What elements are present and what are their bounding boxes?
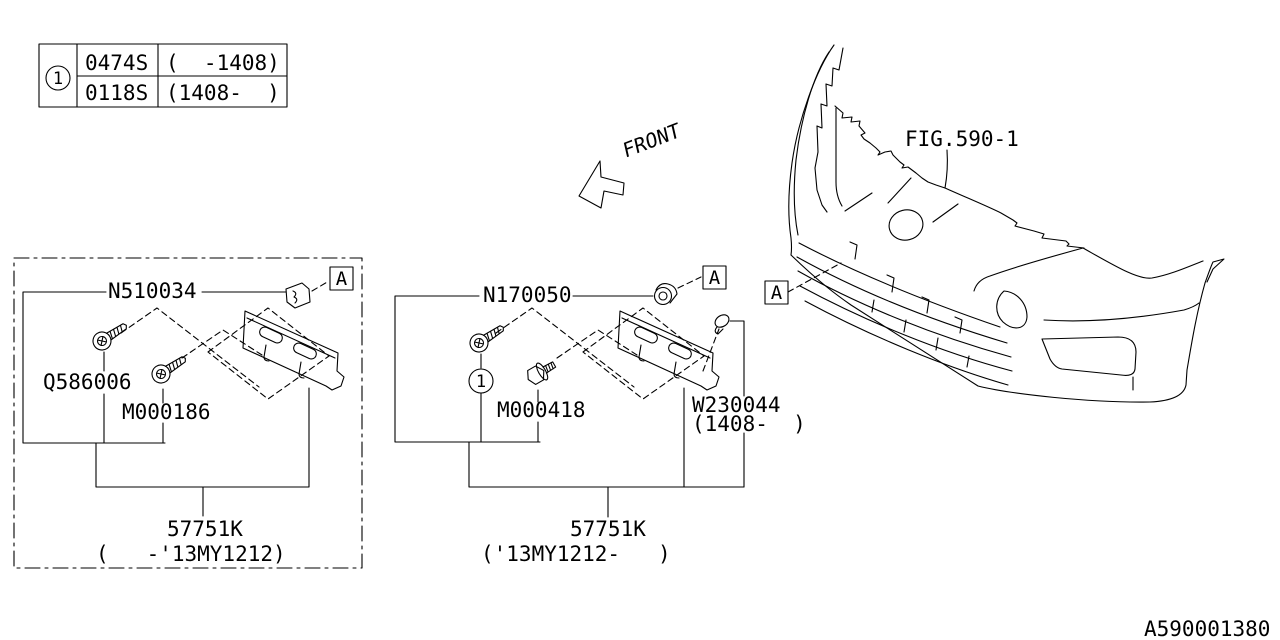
- svg-text:A: A: [771, 282, 783, 304]
- part-label-m000186: M000186: [122, 400, 211, 424]
- part-label-q586006: Q586006: [43, 370, 132, 394]
- middle-assembly-leaders: [394, 276, 745, 518]
- ref-table-part-2: 0118S: [85, 81, 148, 105]
- ref-table-callout: 1: [53, 69, 63, 89]
- left-assembly-border: [13, 257, 363, 569]
- left-assembly-range: ( -'13MY1212): [96, 542, 286, 566]
- fog-lamp-opening: [1041, 336, 1137, 376]
- middle-ref-callout: 1: [468, 368, 494, 394]
- front-arrow-icon: [578, 160, 625, 209]
- screw-icon: [89, 317, 132, 354]
- middle-assembly-range: ('13MY1212- ): [481, 542, 671, 566]
- bumper-callout-a: A: [764, 262, 842, 305]
- bolt-icon: [522, 355, 560, 389]
- fig-ref-label: FIG.590-1: [905, 127, 1019, 151]
- part-label-m000418: M000418: [497, 398, 586, 422]
- front-label: FRONT: [621, 118, 683, 163]
- fig-ref-leader: [944, 149, 948, 189]
- middle-assembly-number: 57751K: [570, 517, 646, 541]
- left-callout-a: A: [329, 266, 354, 291]
- emblem-oval: [888, 209, 924, 241]
- left-assembly-section: A N510034 Q586006 M000186 57751K ( -'13M…: [13, 257, 363, 569]
- speed-nut-clip: [285, 282, 311, 309]
- middle-callout-a: A: [702, 265, 727, 290]
- svg-text:A: A: [336, 268, 348, 290]
- ref-table-range-1: ( -1408): [166, 51, 280, 75]
- part-label-n510034: N510034: [108, 279, 197, 303]
- diagram-id: A590001380: [1144, 617, 1270, 640]
- bumper-details: [844, 177, 1200, 391]
- w230044-range: (1408- ): [692, 412, 806, 436]
- clip-w230044: [714, 314, 730, 335]
- screw-icon: [466, 319, 509, 356]
- ref-table-range-2: (1408- ): [166, 81, 280, 105]
- bumper-grille: [796, 241, 1013, 386]
- front-arrow: FRONT: [578, 118, 683, 209]
- left-assembly-number: 57751K: [167, 517, 243, 541]
- bumper-illustration: FIG.590-1 A: [764, 44, 1225, 403]
- part-label-w230044: W230044: [692, 393, 781, 417]
- ref-table-part-1: 0474S: [85, 51, 148, 75]
- bumper-outline: [788, 44, 1225, 403]
- barrel-nut: [653, 283, 678, 306]
- license-bracket-assembly: [120, 307, 345, 400]
- ref-table: 1 0474S ( -1408) 0118S (1408- ): [38, 43, 288, 108]
- left-assembly-leaders: [22, 280, 330, 517]
- ref-table-grid: [38, 43, 288, 108]
- svg-text:1: 1: [476, 372, 486, 392]
- part-label-n170050: N170050: [483, 283, 572, 307]
- license-bracket-assembly: [495, 307, 720, 400]
- middle-assembly-section: 1 A N170050 M000418 W230044 (1408- ) 577…: [394, 265, 806, 566]
- svg-text:A: A: [709, 267, 721, 289]
